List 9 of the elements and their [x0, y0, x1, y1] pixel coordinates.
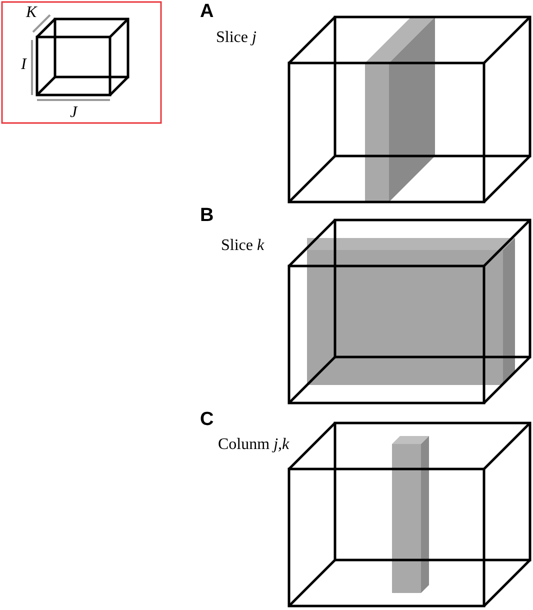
- axis-label: K: [26, 5, 37, 21]
- panel-caption: Slice j: [216, 30, 256, 46]
- panel-caption: Colunm j,k: [218, 437, 290, 453]
- panel-caption: Slice k: [221, 238, 264, 254]
- axis-label: I: [21, 57, 26, 73]
- panel-label: B: [200, 206, 214, 225]
- axis-label: J: [70, 105, 78, 121]
- panel-label: C: [200, 410, 214, 429]
- panel-label: A: [200, 2, 214, 21]
